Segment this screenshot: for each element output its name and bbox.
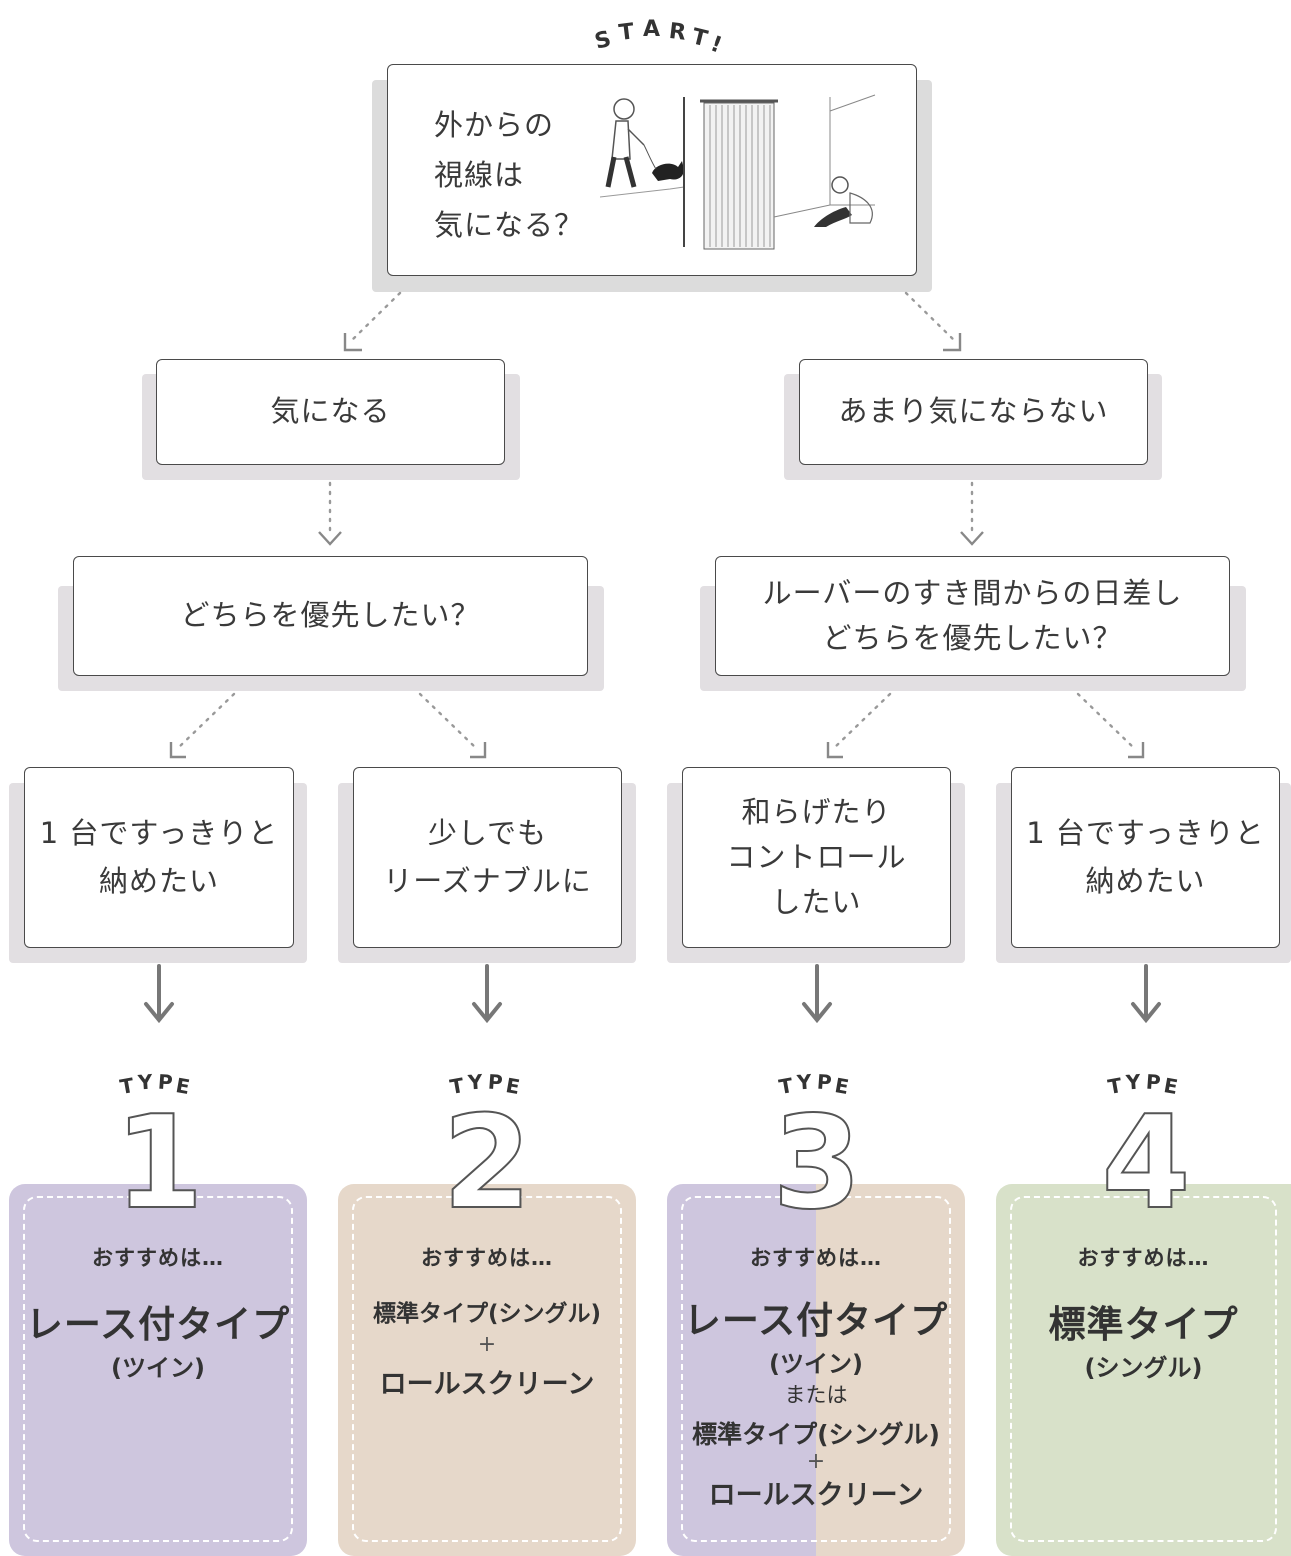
option-4-line: 納めたい [1085, 863, 1206, 898]
start-letter: A [643, 17, 663, 42]
option-2-line: リーズナブルに [383, 863, 592, 898]
type-4-card: おすすめは… 標準タイプ (シングル) [996, 1184, 1291, 1556]
card-dashed-border [352, 1196, 622, 1542]
q2-right-box: ルーバーのすき間からの日差し どちらを優先したい？ [715, 556, 1230, 676]
window-illustration [600, 94, 876, 250]
card-dashed-border [1010, 1196, 1277, 1542]
question-text: 外からの 視線は 気になる？ [434, 101, 584, 251]
type-2-number: 2 [441, 1089, 532, 1238]
card-dashed-border [23, 1196, 293, 1542]
type-2-line2: ロールスクリーン [379, 1369, 595, 1400]
question-box: 外からの 視線は 気になる？ [387, 64, 917, 276]
type-3-sub: (ツイン) [769, 1350, 863, 1378]
option-1-line: 納めたい [98, 863, 219, 898]
branch-right-label: あまり気にならない [838, 394, 1109, 429]
type-2-rec-label: おすすめは… [421, 1246, 553, 1270]
type-1-card: おすすめは… レース付タイプ (ツイン) [9, 1184, 307, 1556]
type-3-main: レース付タイプ [683, 1299, 949, 1342]
type-2-content: おすすめは… 標準タイプ(シングル) + ロールスクリーン [338, 1242, 636, 1401]
question-line: 気になる？ [434, 207, 585, 242]
type-1-sub: (ツイン) [111, 1354, 205, 1382]
type-3-or: または [784, 1383, 848, 1407]
type-3-number: 3 [771, 1089, 862, 1238]
type-3-line1: 標準タイプ(シングル) [692, 1420, 940, 1449]
type-4-main: 標準タイプ [1048, 1303, 1239, 1346]
type-1-number: 1 [113, 1089, 204, 1238]
q2-right-line: どちらを優先したい？ [822, 621, 1123, 655]
type-3-card: おすすめは… レース付タイプ (ツイン) または 標準タイプ(シングル) + ロ… [667, 1184, 965, 1556]
card-dashed-border [681, 1196, 951, 1542]
type-3-line2: ロールスクリーン [708, 1480, 924, 1511]
question-line: 視線は [434, 157, 525, 192]
option-1-line: 1 台ですっきりと [39, 815, 279, 850]
type-4-number: 4 [1100, 1089, 1191, 1238]
plus-icon: + [806, 1449, 826, 1474]
branch-left-label: 気になる [270, 394, 391, 429]
option-3-line: コントロール [726, 840, 907, 875]
type-1-content: おすすめは… レース付タイプ (ツイン) [9, 1242, 307, 1383]
type-1-main: レース付タイプ [25, 1303, 291, 1346]
type-4-sub: (シングル) [1084, 1354, 1203, 1382]
type-3-rec-label: おすすめは… [750, 1246, 882, 1270]
q2-left-label: どちらを優先したい？ [180, 598, 481, 633]
option-3-box: 和らげたり コントロール したい [682, 767, 951, 948]
type-2-line1: 標準タイプ(シングル) [372, 1301, 602, 1327]
option-4-box: 1 台ですっきりと 納めたい [1011, 767, 1280, 948]
type-2-card: おすすめは… 標準タイプ(シングル) + ロールスクリーン [338, 1184, 636, 1556]
q2-right-line: ルーバーのすき間からの日差し [762, 576, 1183, 611]
branch-right-box: あまり気にならない [799, 359, 1148, 465]
start-label: S T A R T ! [555, 6, 755, 59]
question-line: 外からの [434, 108, 555, 142]
branch-left-box: 気になる [156, 359, 505, 465]
option-4-line: 1 台ですっきりと [1026, 815, 1265, 850]
option-3-line: したい [771, 884, 862, 919]
type-3-content: おすすめは… レース付タイプ (ツイン) または 標準タイプ(シングル) + ロ… [667, 1242, 965, 1512]
type-4-rec-label: おすすめは… [1077, 1246, 1210, 1270]
type-1-rec-label: おすすめは… [92, 1246, 224, 1270]
option-3-line: 和らげたり [741, 795, 892, 830]
option-1-box: 1 台ですっきりと 納めたい [24, 767, 294, 948]
option-2-line: 少しでも [427, 815, 548, 850]
q2-left-box: どちらを優先したい？ [73, 556, 588, 676]
plus-icon: + [477, 1332, 497, 1357]
option-2-box: 少しでも リーズナブルに [353, 767, 622, 948]
type-4-content: おすすめは… 標準タイプ (シングル) [996, 1242, 1291, 1383]
